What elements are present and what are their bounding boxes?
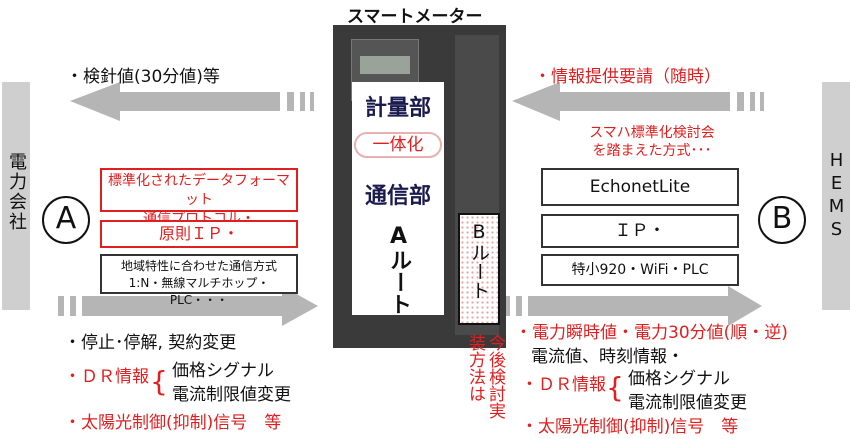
b-route-box: Bルート [458,213,500,325]
comm-label: 通信部 [364,184,431,209]
right-note-solar: ・太陽光制御(抑制)信号 等 [521,417,739,437]
hems-label: HEMS [826,150,847,242]
arrow-right-upper [512,82,764,121]
b-route-label: Bルート [468,221,490,300]
left-dr-brace: { [150,365,168,398]
smart-meter-title: スマートメーター [347,7,483,27]
left-note-solar: ・太陽光制御(抑制)信号 等 [64,413,282,433]
meter-function-panel: 計量部 一体化 通信部 Aルート [352,82,444,315]
right-box-ip: ＩＰ・ [541,214,739,248]
right-dr-brace: { [606,371,624,404]
right-note-current-time: 電流値、時刻情報・ [531,347,684,367]
circle-a: A [42,196,90,244]
measure-label: 計量部 [364,96,431,121]
a-route-label: Aルート [386,224,411,315]
right-note-dr: ・ＤＲ情報 [521,375,606,395]
left-box-comm-method: 地域特性に合わせた通信方式 1:N・無線マルチホップ・PLC・・・ [100,254,298,307]
left-dr-current: 電流制限値変更 [172,385,291,405]
left-dr-price: 価格シグナル [172,361,274,381]
b-route-note: 今後検討実装方法は [465,334,505,419]
left-top-note: ・検針値(30分値)等 [66,67,220,87]
left-note-stop: ・停止･停解, 契約変更 [64,333,237,353]
right-box-echonet: EchonetLite [541,168,739,206]
right-top-note: ・情報提供要請（随時） [534,67,721,87]
arrow-left-lower [58,286,318,326]
circle-b: B [758,196,806,244]
right-note-power: ・電力瞬時値・電力30分値(順・逆) [515,323,788,343]
left-note-dr: ・ＤＲ情報 [64,367,149,387]
right-dr-current: 電流制限値変更 [628,393,747,413]
right-sidebar: HEMS [822,82,850,310]
integrated-label: 一体化 [354,132,442,158]
arrow-right-lower [504,286,762,326]
lcd-display [360,56,410,74]
right-box-transport: 特小920・WiFi・PLC [541,254,739,286]
electric-company-label: 電力会社 [6,152,27,232]
arrow-left-upper [70,82,314,121]
right-red-note: スマハ標準化検討会 を踏まえた方式･･･ [589,125,715,159]
right-dr-price: 価格シグナル [628,369,730,389]
left-box-format: 標準化されたデータフォーマット 通信プロトコル・ [100,168,298,227]
left-box-ip: 原則ＩＰ・ [100,220,298,248]
left-sidebar: 電力会社 [2,82,30,310]
